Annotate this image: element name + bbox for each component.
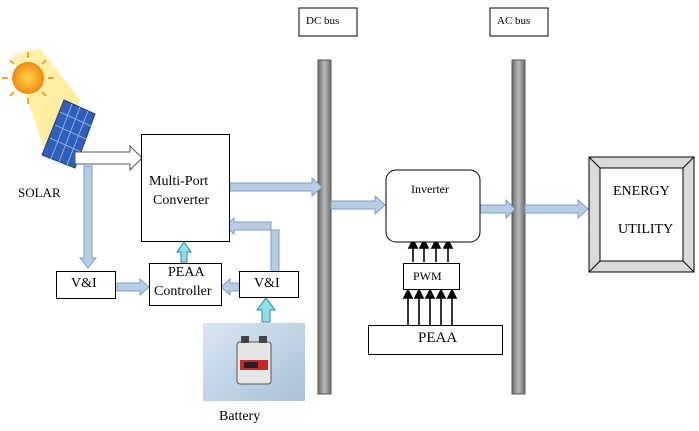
multi-port-label-line1: Multi-Port	[149, 174, 209, 189]
arrow-vi-to-converter	[224, 216, 280, 273]
inverter-box	[385, 169, 481, 243]
utility-label: UTILITY	[618, 222, 674, 237]
solar-panel-icon	[41, 99, 96, 169]
ac-bus-bar	[511, 59, 526, 395]
pwm-box	[403, 263, 460, 290]
arrow-solar-to-vi	[78, 165, 98, 269]
ac-bus-label-box	[489, 7, 549, 37]
multi-port-converter-box	[141, 134, 230, 242]
peaa-box	[368, 325, 503, 355]
battery-icon	[203, 323, 305, 401]
arrow-inverter-to-acbus	[479, 198, 516, 220]
sun-icon	[12, 62, 44, 94]
dc-bus-label: DC bus	[306, 15, 340, 27]
arrow-dcbus-to-inverter	[330, 194, 386, 216]
vi-right-box	[239, 271, 299, 298]
multi-port-label-line2: Converter	[153, 193, 209, 208]
signal-arrows	[402, 238, 458, 325]
sun-rays	[2, 52, 54, 104]
vi-left-box	[56, 271, 116, 299]
energy-label: ENERGY	[613, 184, 670, 199]
dc-bus-label-box	[298, 7, 358, 37]
vi-right-label: V&I	[254, 276, 280, 291]
battery-label: Battery	[219, 409, 261, 424]
arrow-acbus-to-utility	[524, 198, 589, 220]
vi-left-label: V&I	[71, 276, 97, 291]
ac-bus-label: AC bus	[497, 15, 531, 27]
arrow-battery-to-vi	[256, 297, 276, 323]
inverter-label: Inverter	[411, 182, 449, 196]
arrow-vi-to-controller	[116, 277, 150, 297]
peaa-controller-label-line1: PEAA	[168, 265, 205, 280]
energy-utility-box	[588, 156, 695, 273]
solar-label: SOLAR	[18, 185, 61, 200]
peaa-label: PEAA	[418, 330, 458, 346]
peaa-controller-box	[149, 263, 222, 306]
peaa-controller-label-line2: Controller	[154, 284, 212, 299]
arrow-converter-to-dcbus	[229, 176, 323, 198]
dc-bus-bar	[317, 59, 332, 395]
arrow-controller-to-converter	[176, 241, 192, 263]
pwm-label: PWM	[413, 269, 442, 283]
arrow-solar-to-converter	[74, 144, 143, 172]
